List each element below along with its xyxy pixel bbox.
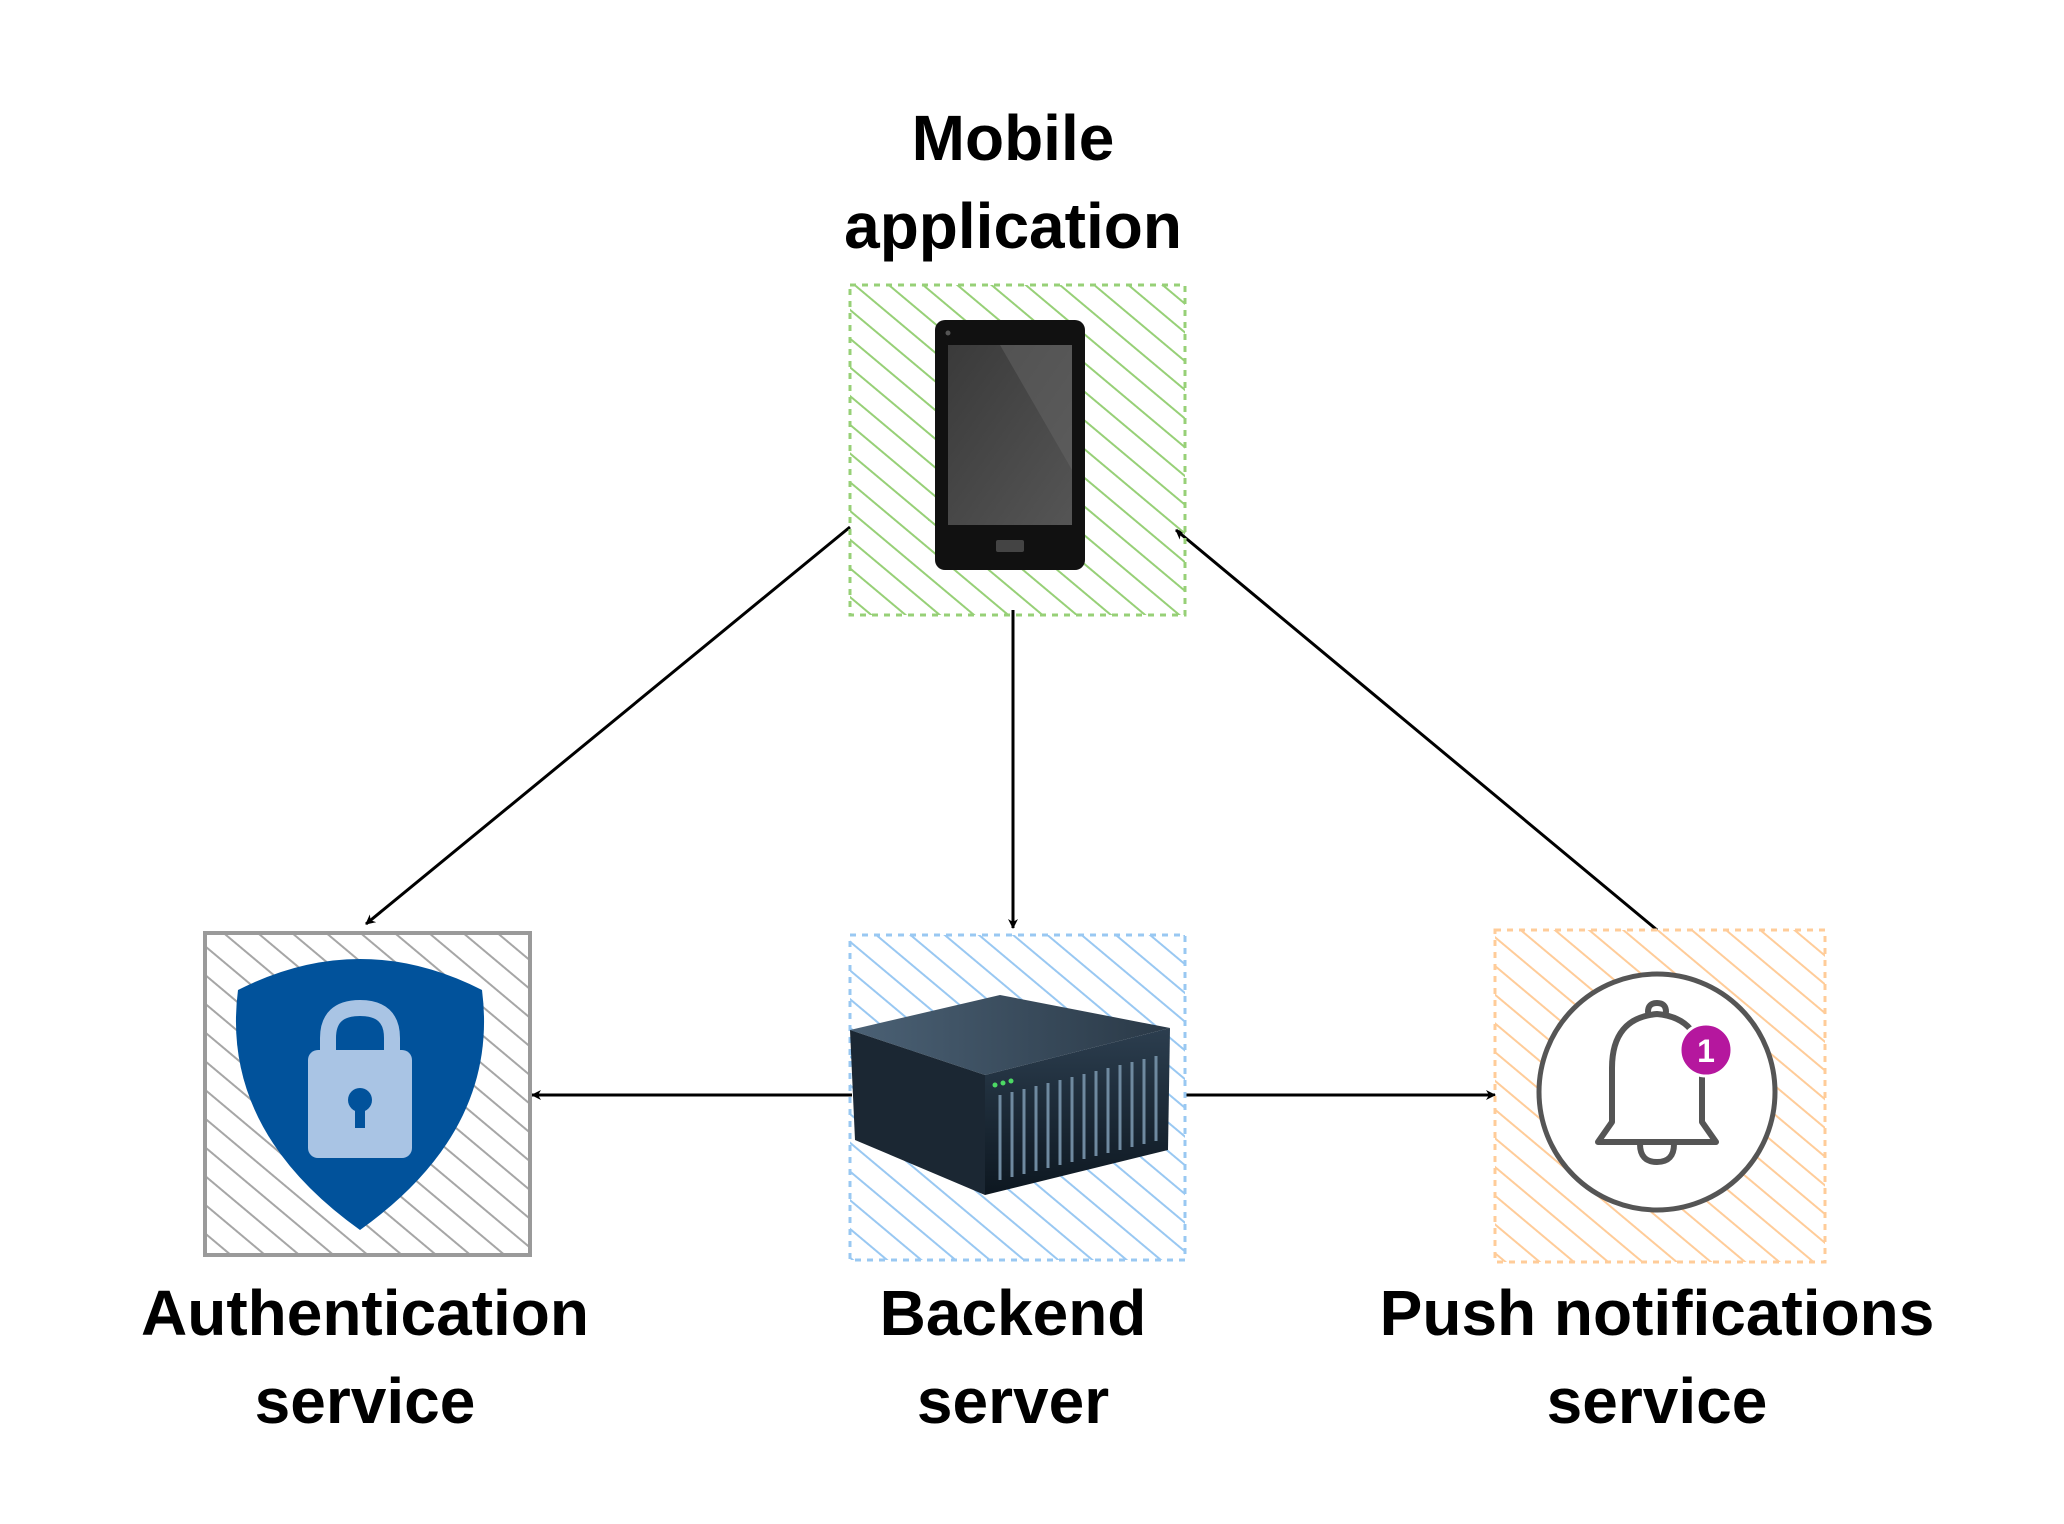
node-mobile-application[interactable]: Mobile application [844,102,1187,617]
edge-push-to-mobile [1175,528,1658,932]
shield-lock-icon [235,959,485,1230]
auth-label-line1: Authentication [141,1277,589,1349]
smartphone-icon [935,320,1085,570]
backend-label-line1: Backend [880,1277,1147,1349]
auth-label-line2: service [255,1365,476,1437]
mobile-label-line1: Mobile [912,102,1115,174]
edge-mobile-to-auth [365,525,851,926]
edges [365,525,1658,1100]
server-icon [850,995,1170,1195]
node-backend-server[interactable]: Backend server [848,933,1187,1437]
backend-label-line2: server [917,1365,1109,1437]
node-push-notifications-service[interactable]: 1 Push notifications service [1380,928,1935,1437]
notification-badge-count: 1 [1697,1033,1715,1069]
node-authentication-service[interactable]: Authentication service [141,931,589,1437]
push-label-line1: Push notifications [1380,1277,1935,1349]
bell-notification-icon: 1 [1536,971,1778,1213]
push-label-line2: service [1547,1365,1768,1437]
mobile-label-line2: application [844,190,1182,262]
